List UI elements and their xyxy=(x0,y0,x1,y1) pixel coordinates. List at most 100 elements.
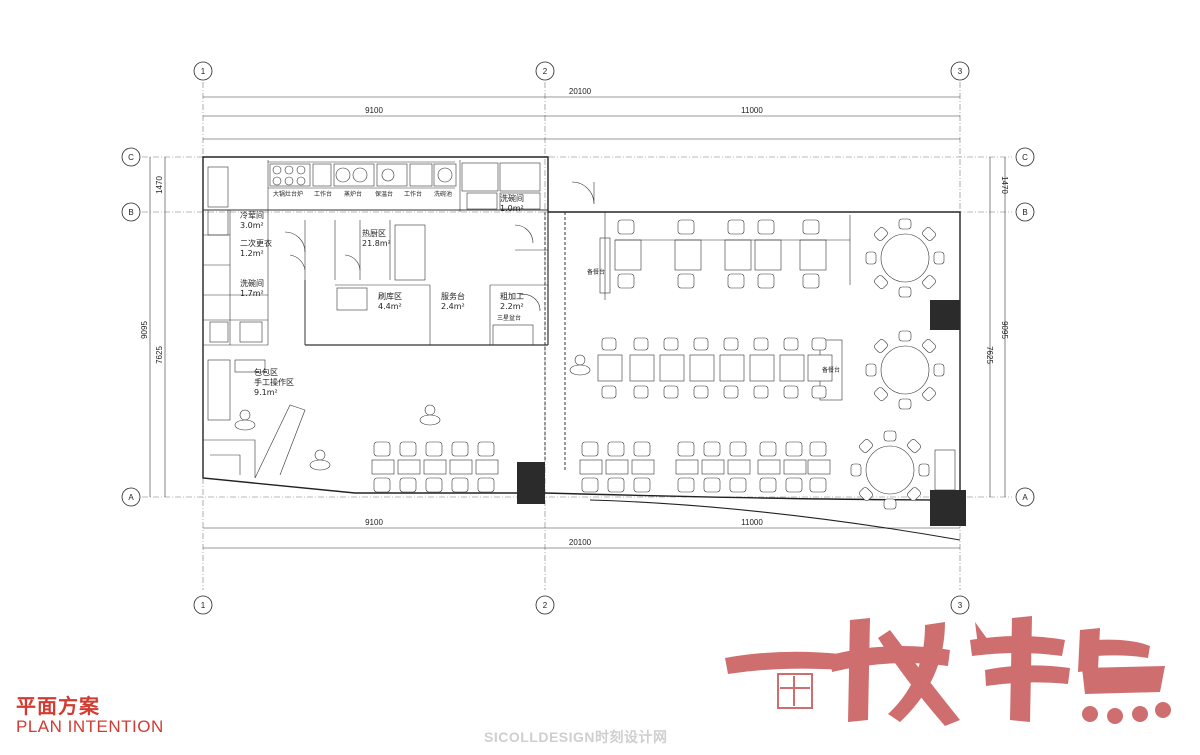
brand-logo xyxy=(725,616,1171,726)
round-table-chair xyxy=(922,275,936,289)
room-rough-name: 粗加工 xyxy=(500,291,524,301)
dining-chair xyxy=(703,441,721,457)
dining-table xyxy=(597,354,623,382)
person-figure xyxy=(314,449,326,461)
dining-chair xyxy=(477,441,495,457)
dining-chair xyxy=(663,337,679,351)
plan-title-en: PLAN INTENTION xyxy=(16,717,164,736)
room-handmade-area: 9.1m² xyxy=(254,388,278,397)
dining-chair xyxy=(633,337,649,351)
dining-chair xyxy=(581,441,599,457)
dining-chair xyxy=(757,273,775,289)
equip-sink-label: 洗碗池 xyxy=(434,190,452,198)
dining-chair xyxy=(581,477,599,493)
equip-stove-label: 大锅灶台炉 xyxy=(273,190,303,198)
room-dishwash-area: 1.0m² xyxy=(500,204,524,213)
room-cold-area: 3.0m² xyxy=(240,221,264,230)
dining-table xyxy=(689,354,715,382)
room-change-area: 1.2m² xyxy=(240,249,264,258)
dim-top-left: 9100 xyxy=(365,106,383,115)
room-change-name: 二次更衣 xyxy=(240,238,272,248)
dim-right-upper: 1470 xyxy=(1000,176,1009,194)
axis-label-col-1-top: 1 xyxy=(201,67,206,76)
round-table-chair xyxy=(874,339,888,353)
dining-chair xyxy=(723,337,739,351)
dining-table xyxy=(423,459,447,475)
dining-chair xyxy=(757,219,775,235)
dining-table xyxy=(614,239,642,271)
dining-table xyxy=(371,459,395,475)
dining-chair xyxy=(663,385,679,399)
room-cold-name: 冷荤间 xyxy=(240,210,264,220)
room-dishwash-name: 洗碗间 xyxy=(500,193,524,203)
dim-right-lower: 7625 xyxy=(985,346,994,364)
room-hot-area: 21.8m² xyxy=(362,239,391,248)
dining-table xyxy=(724,239,752,271)
dining-table xyxy=(631,459,655,475)
round-table-chair xyxy=(933,363,945,377)
dim-right-total: 9095 xyxy=(1000,321,1009,339)
dining-table xyxy=(783,459,807,475)
dining-table xyxy=(449,459,473,475)
dining-chair xyxy=(677,441,695,457)
dining-table xyxy=(749,354,775,382)
dining-chair xyxy=(783,385,799,399)
dining-table xyxy=(475,459,499,475)
watermark-text: SICOLLDESIGN时刻设计网 xyxy=(484,729,668,745)
room-hot-name: 热厨区 xyxy=(362,228,386,238)
dining-chair xyxy=(802,273,820,289)
dining-chair xyxy=(802,219,820,235)
round-table-chair xyxy=(883,498,897,510)
dining-chair xyxy=(607,441,625,457)
dining-chair xyxy=(425,441,443,457)
room-wash-area: 1.7m² xyxy=(240,289,264,298)
dining-chair xyxy=(727,273,745,289)
dining-chair xyxy=(759,441,777,457)
round-table-chair xyxy=(933,251,945,265)
prep-station-1-label: 备餐台 xyxy=(587,268,605,276)
dining-table xyxy=(701,459,725,475)
dining-table xyxy=(675,459,699,475)
dining-table xyxy=(605,459,629,475)
dining-chair xyxy=(703,477,721,493)
person-figure xyxy=(419,414,441,426)
axis-label-row-a-right: A xyxy=(1022,493,1028,502)
person-figure xyxy=(424,404,436,416)
dining-table xyxy=(807,354,833,382)
dining-chair xyxy=(783,337,799,351)
dining-chair xyxy=(607,477,625,493)
round-table-chair xyxy=(918,463,930,477)
dim-top-total: 20100 xyxy=(569,87,592,96)
round-table-chair xyxy=(898,398,912,410)
room-handmade-name: 包包区 xyxy=(254,367,278,377)
dining-chair xyxy=(617,273,635,289)
room-wash-name: 洗碗间 xyxy=(240,278,264,288)
room-cutting-area: 4.4m² xyxy=(378,302,402,311)
dining-chair xyxy=(785,441,803,457)
dining-chair xyxy=(451,441,469,457)
dim-bottom-right: 11000 xyxy=(741,518,763,527)
dining-chair xyxy=(723,385,739,399)
dim-bottom-left: 9100 xyxy=(365,518,383,527)
axis-label-col-3-top: 3 xyxy=(958,67,963,76)
round-table-chair xyxy=(883,430,897,442)
dining-table xyxy=(579,459,603,475)
round-table-chair xyxy=(874,227,888,241)
round-table-chair xyxy=(898,218,912,230)
room-service-area: 2.4m² xyxy=(441,302,465,311)
dining-table xyxy=(807,459,831,475)
round-table-chair xyxy=(865,251,877,265)
axis-label-col-2-bottom: 2 xyxy=(543,601,548,610)
person-figure xyxy=(569,364,591,376)
dining-chair xyxy=(677,477,695,493)
dining-chair xyxy=(451,477,469,493)
dining-chair xyxy=(785,477,803,493)
equip-three-sink-label: 三星盆台 xyxy=(497,314,521,322)
axis-label-row-c-left: C xyxy=(128,153,134,162)
dining-chair xyxy=(811,385,827,399)
dining-chair xyxy=(373,477,391,493)
dim-top-right: 11000 xyxy=(741,106,763,115)
round-table-chair xyxy=(898,286,912,298)
